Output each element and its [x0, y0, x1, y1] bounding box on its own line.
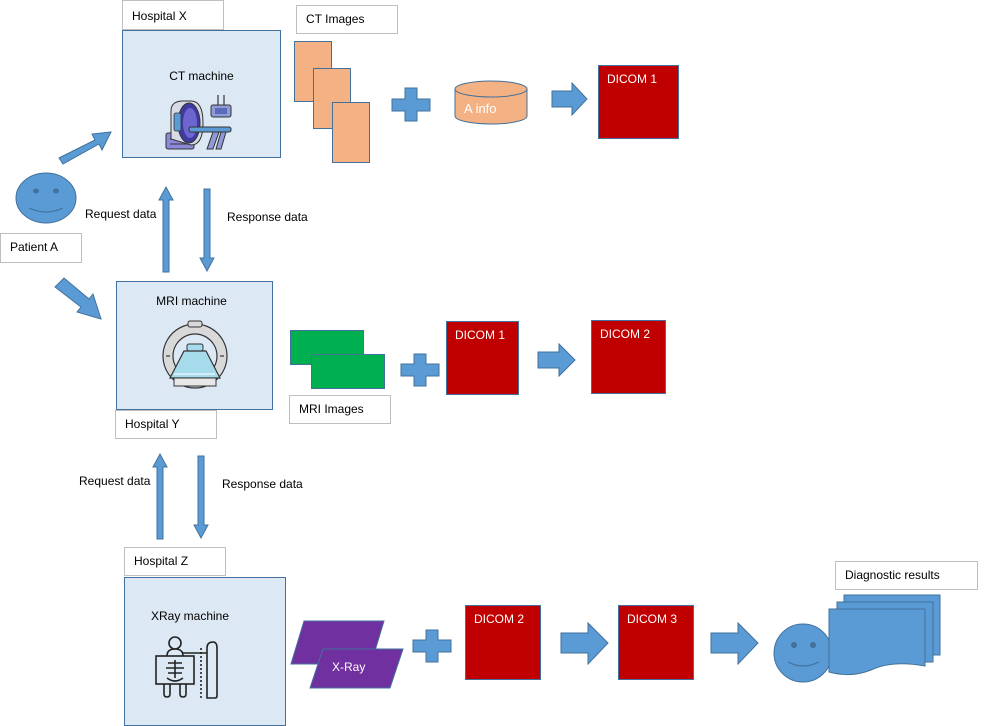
- request-data-label-xy: Request data: [85, 207, 157, 221]
- arrow-patient-to-ct: [58, 131, 112, 165]
- mri-scanner-icon: [162, 320, 228, 389]
- patient-info-database-icon: [454, 80, 528, 125]
- mri-machine-title: MRI machine: [156, 294, 227, 308]
- mri-machine-box[interactable]: MRI machine: [116, 281, 273, 410]
- xray-images-label: X-Ray: [332, 660, 366, 674]
- request-data-label-yz: Request data: [79, 474, 151, 488]
- response-data-label-xy: Response data: [227, 210, 308, 224]
- dicom-2-input[interactable]: DICOM 2: [465, 605, 541, 680]
- dicom-2-output-text: DICOM 2: [600, 327, 651, 341]
- patient-label-text: Patient A: [10, 240, 59, 254]
- dicom-2-input-text: DICOM 2: [474, 612, 525, 626]
- arrow-response-y-to-z: [193, 455, 209, 540]
- arrow-response-x-to-y: [199, 188, 215, 273]
- ct-machine-title: CT machine: [169, 69, 234, 83]
- arrow-request-y-to-x: [158, 185, 174, 273]
- xray-machine-box[interactable]: XRay machine: [124, 577, 286, 726]
- hospital-z-label-text: Hospital Z: [134, 554, 189, 568]
- dicom-1-input[interactable]: DICOM 1: [446, 321, 519, 395]
- plus-icon-ct: [391, 87, 431, 122]
- diagnostic-results-label-text: Diagnostic results: [845, 568, 940, 582]
- response-data-label-yz: Response data: [222, 477, 303, 491]
- diagnostic-results-label: Diagnostic results: [835, 561, 978, 590]
- dicom-2-output[interactable]: DICOM 2: [591, 320, 666, 394]
- mri-image-2: [311, 354, 385, 389]
- dicom-1-output-text: DICOM 1: [607, 72, 658, 86]
- patient-info-label: A info: [464, 101, 497, 116]
- ct-scanner-icon: [165, 95, 232, 150]
- hospital-x-label: Hospital X: [122, 0, 224, 30]
- xray-machine-title: XRay machine: [150, 609, 230, 623]
- arrow-to-dicom-3: [560, 621, 609, 666]
- plus-icon-mri: [400, 353, 440, 387]
- mri-images-label: MRI Images: [289, 395, 391, 424]
- hospital-y-label: Hospital Y: [115, 410, 217, 439]
- dicom-3-output-text: DICOM 3: [627, 612, 678, 626]
- ct-images-label-text: CT Images: [306, 12, 365, 26]
- arrow-request-z-to-y: [152, 452, 168, 540]
- patient-label: Patient A: [0, 233, 82, 263]
- dicom-1-input-text: DICOM 1: [455, 328, 506, 342]
- hospital-z-label: Hospital Z: [124, 547, 226, 576]
- hospital-y-label-text: Hospital Y: [125, 417, 180, 431]
- arrow-to-dicom-1: [551, 81, 588, 117]
- hospital-x-label-text: Hospital X: [132, 9, 187, 23]
- arrow-to-diagnostic-results: [710, 621, 759, 666]
- dicom-3-output[interactable]: DICOM 3: [618, 605, 694, 680]
- dicom-1-output[interactable]: DICOM 1: [598, 65, 679, 139]
- diagnostic-results-documents-icon: [773, 594, 941, 683]
- ct-images-label: CT Images: [296, 5, 398, 34]
- xray-images: [290, 620, 404, 689]
- ct-image-3: [332, 102, 370, 163]
- plus-icon-xray: [412, 629, 452, 663]
- ct-machine-box[interactable]: CT machine: [122, 30, 281, 158]
- mri-images-label-text: MRI Images: [299, 402, 364, 416]
- arrow-patient-to-mri: [54, 277, 102, 320]
- arrow-to-dicom-2: [537, 342, 576, 378]
- patient-smiley-icon: [15, 172, 77, 224]
- xray-machine-icon: [155, 636, 218, 699]
